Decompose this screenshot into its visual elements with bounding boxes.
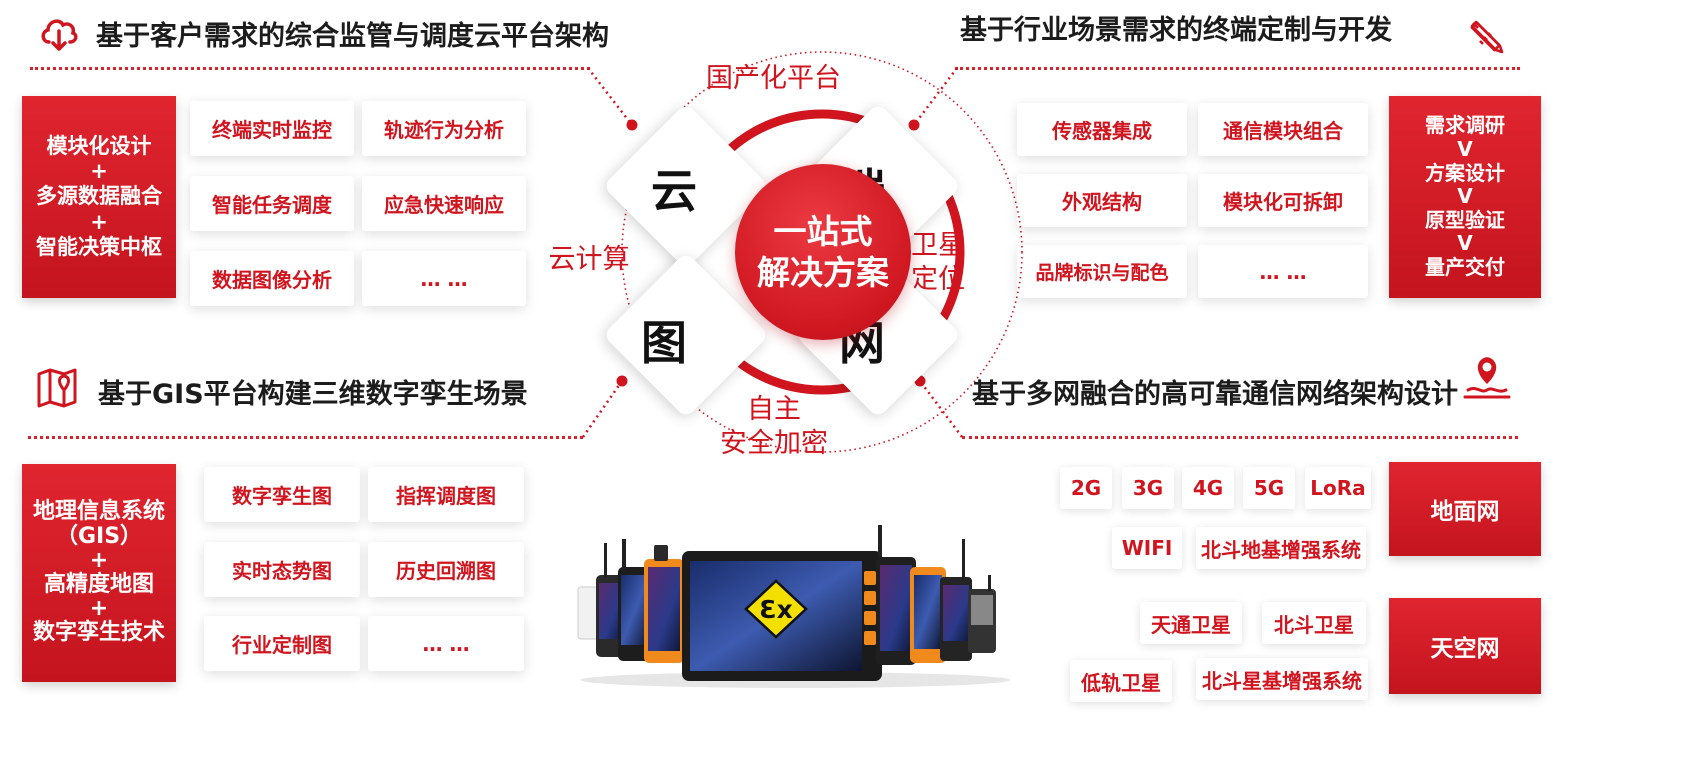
quadrant-label-cloud: 云 (651, 164, 697, 218)
sky-network-box: 天空网 (1389, 598, 1541, 694)
ring-label-bottom: 自主安全加密 (720, 394, 828, 459)
ex-badge-label: Ɛx (759, 595, 793, 624)
pencil-ruler-icon (1466, 16, 1506, 56)
ring-label-right: 卫星定位 (911, 230, 965, 295)
network-tag: 低轨卫星 (1070, 660, 1172, 702)
feature-card: 传感器集成 (1017, 103, 1187, 156)
map-icon (36, 366, 78, 408)
feature-card: 外观结构 (1017, 174, 1187, 227)
feature-card: 模块化可拆卸 (1198, 174, 1368, 227)
map-type-card: 历史回溯图 (368, 542, 524, 597)
network-tag: 北斗地基增强系统 (1196, 527, 1366, 569)
feature-card: 智能任务调度 (190, 176, 354, 231)
feature-card-more: … … (362, 251, 526, 306)
feature-card: 终端实时监控 (190, 101, 354, 156)
ring-label-left: 云计算 (548, 244, 630, 275)
network-tag: LoRa (1305, 467, 1371, 509)
feature-card-more: … … (1198, 245, 1368, 298)
map-type-card: 指挥调度图 (368, 467, 524, 522)
quadrant-label-map: 图 (641, 316, 687, 370)
divider (955, 67, 1520, 70)
section-title-network: 基于多网融合的高可靠通信网络架构设计 (972, 379, 1458, 410)
feature-card: 轨迹行为分析 (362, 101, 526, 156)
network-tag: 天通卫星 (1140, 602, 1242, 644)
map-type-card: 实时态势图 (204, 542, 360, 597)
network-tag: WIFI (1112, 527, 1182, 569)
location-pin-icon (1462, 352, 1512, 402)
cloud-platform-summary-box: 模块化设计+多源数据融合+智能决策中枢 (22, 96, 176, 298)
network-tag: 2G (1060, 467, 1112, 509)
feature-card: 数据图像分析 (190, 251, 354, 306)
ring-label-top: 国产化平台 (706, 63, 841, 94)
divider (30, 67, 590, 70)
section-title-cloud-platform: 基于客户需求的综合监管与调度云平台架构 (96, 21, 609, 52)
ground-network-box: 地面网 (1389, 462, 1541, 556)
network-tag: 北斗星基增强系统 (1196, 658, 1368, 700)
network-tag: 5G (1243, 467, 1295, 509)
map-type-card-more: … … (368, 616, 524, 671)
map-type-card: 行业定制图 (204, 616, 360, 671)
network-tag: 3G (1122, 467, 1174, 509)
feature-card: 应急快速响应 (362, 176, 526, 231)
cloud-download-icon (38, 12, 80, 54)
divider (28, 436, 583, 439)
rugged-devices-image: Ɛx (577, 525, 1010, 688)
map-type-card: 数字孪生图 (204, 467, 360, 522)
section-title-gis: 基于GIS平台构建三维数字孪生场景 (98, 379, 528, 410)
network-tag: 北斗卫星 (1262, 602, 1366, 644)
one-stop-solution-core: 一站式解决方案 (735, 164, 911, 340)
divider (962, 436, 1518, 439)
feature-card: 通信模块组合 (1198, 103, 1368, 156)
feature-card: 品牌标识与配色 (1017, 245, 1187, 298)
network-tag: 4G (1182, 467, 1234, 509)
section-title-terminal-customization: 基于行业场景需求的终端定制与开发 (960, 15, 1392, 46)
gis-summary-box: 地理信息系统（GIS）+高精度地图+数字孪生技术 (22, 464, 176, 682)
